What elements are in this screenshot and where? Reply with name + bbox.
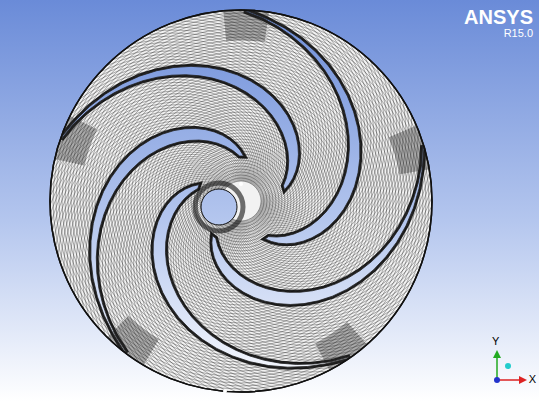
axis-label: Y (492, 336, 499, 347)
axis-label: X (529, 374, 536, 385)
version-label: R15.0 (504, 28, 533, 39)
axis-triad (493, 350, 527, 384)
impeller-mesh (50, 10, 432, 393)
product-logo: ANSYS (464, 7, 533, 27)
